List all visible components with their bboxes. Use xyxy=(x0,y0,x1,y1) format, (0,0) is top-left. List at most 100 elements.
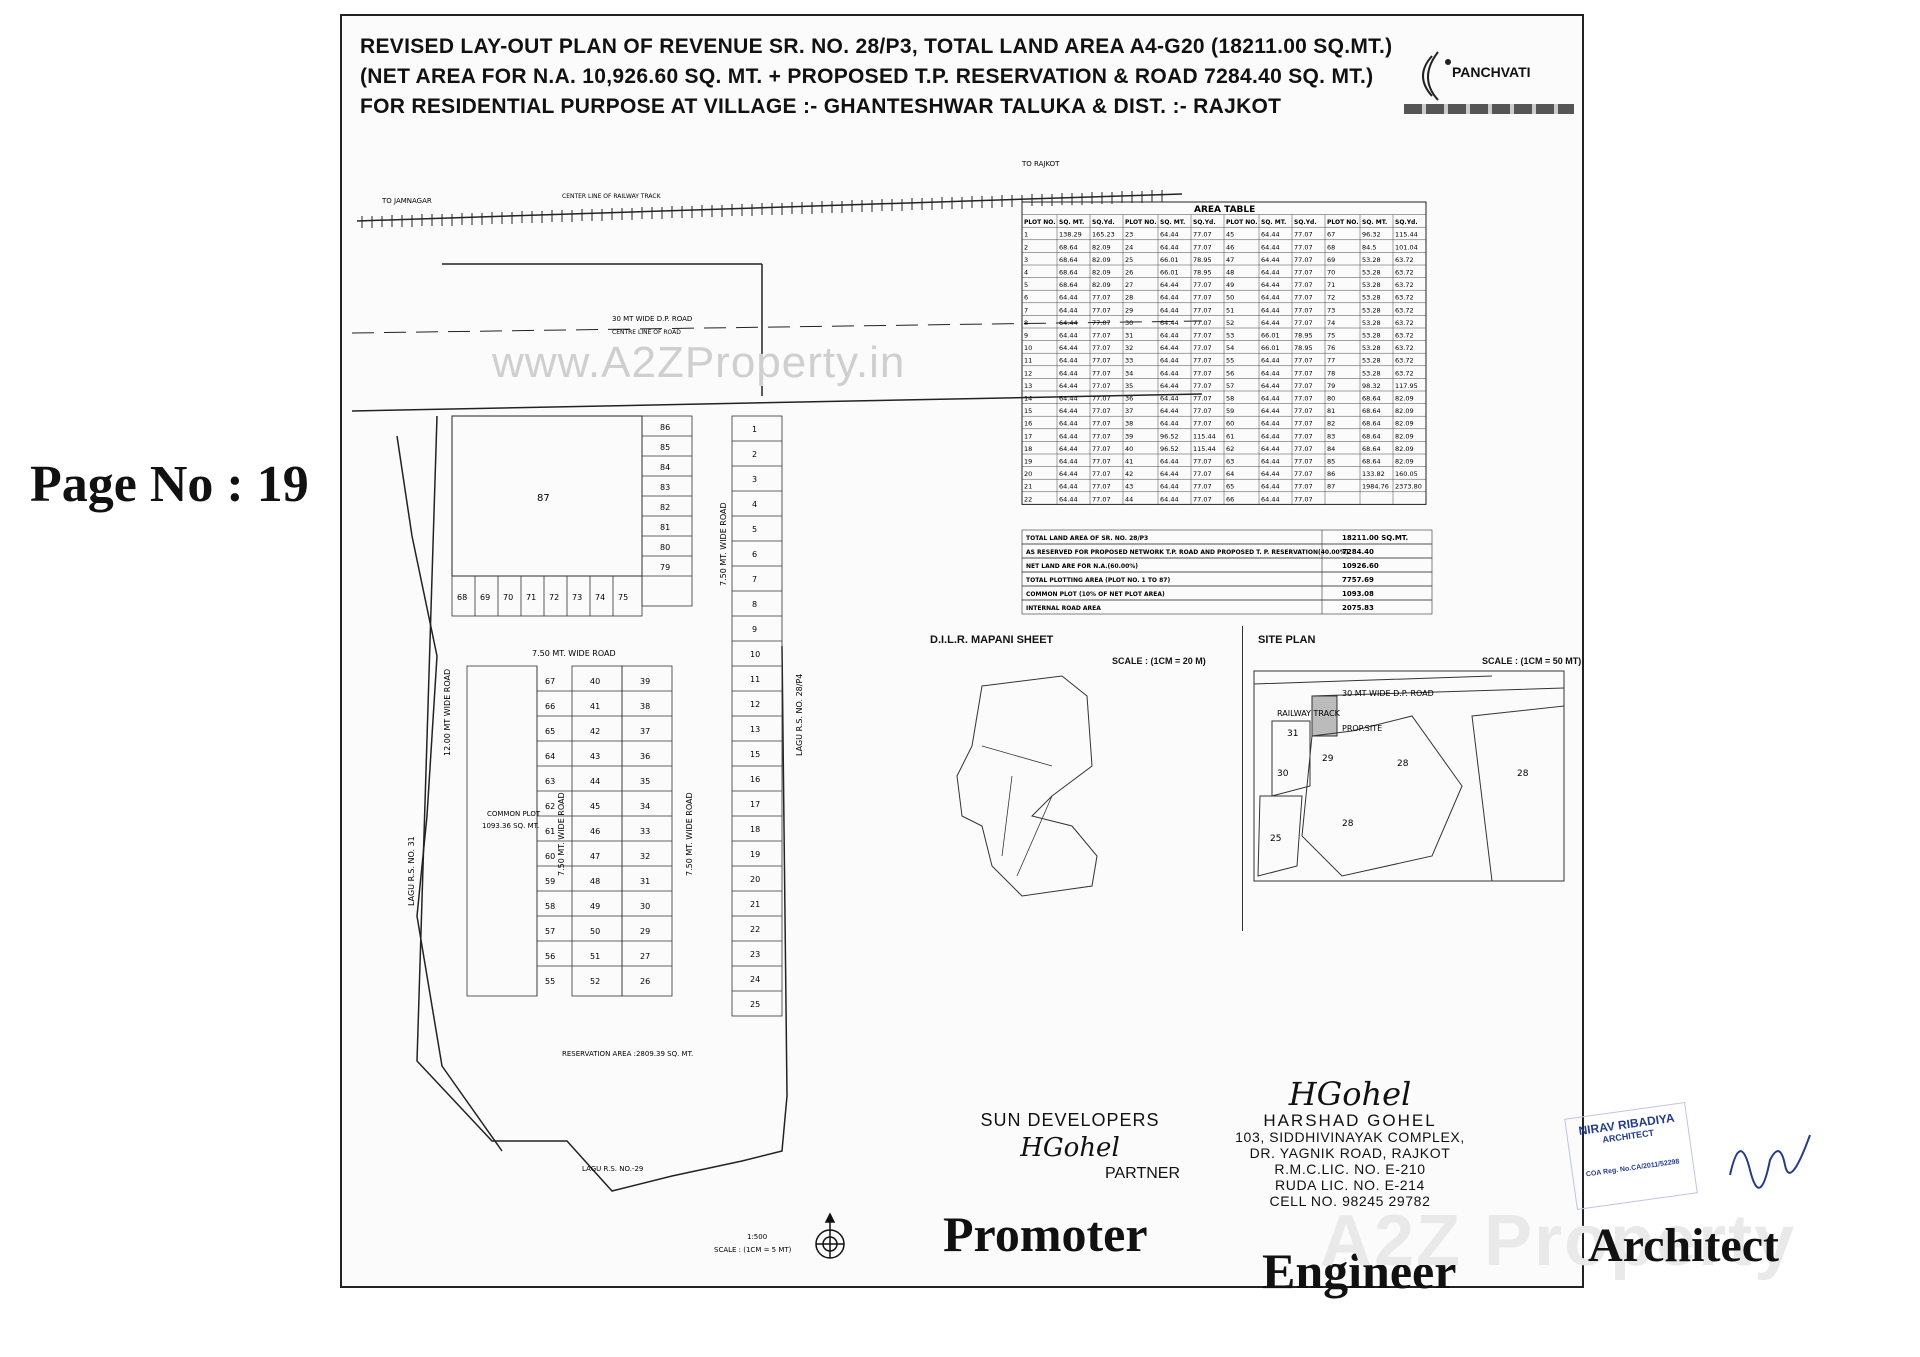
area-table-cell: 82.09 xyxy=(1395,420,1414,428)
area-table-cell: 40 xyxy=(1125,445,1133,453)
svg-text:50: 50 xyxy=(590,927,600,936)
area-table-cell: 77.07 xyxy=(1294,319,1313,327)
promoter-title: PARTNER xyxy=(1105,1165,1180,1182)
architect-stamp: NIRAV RIBADIYA ARCHITECT COA Reg. No.CA/… xyxy=(1564,1101,1698,1211)
area-table-cell: 64.44 xyxy=(1261,294,1280,302)
area-table-cell: 66.01 xyxy=(1261,332,1280,340)
to-jamnagar-label: TO JAMNAGAR xyxy=(381,197,432,205)
area-table-cell: 64.44 xyxy=(1059,495,1078,503)
area-table-cell: 68.64 xyxy=(1362,420,1381,428)
area-table-cell: 69 xyxy=(1327,256,1335,264)
area-table-cell: 64.44 xyxy=(1059,357,1078,365)
area-table-cell: 64.44 xyxy=(1261,231,1280,239)
mapani-drawing xyxy=(956,675,1098,897)
area-table-cell: 77.07 xyxy=(1294,395,1313,403)
area-table-cell: 77.07 xyxy=(1092,395,1111,403)
area-table-cell: 82.09 xyxy=(1395,432,1414,440)
area-table-cell: 82.09 xyxy=(1395,395,1414,403)
area-table-cell: 46 xyxy=(1226,243,1234,251)
area-table-cell: 165.23 xyxy=(1092,231,1115,239)
area-table-cell: 77.07 xyxy=(1193,382,1212,390)
svg-text:4: 4 xyxy=(752,500,757,509)
area-table-cell: 101.04 xyxy=(1395,243,1418,251)
siteplan-scale: SCALE : (1CM = 50 MT) xyxy=(1482,656,1582,666)
area-table-cell: 64.44 xyxy=(1261,458,1280,466)
area-table-cell: 41 xyxy=(1125,458,1133,466)
area-table-cell: 67 xyxy=(1327,231,1335,239)
area-table-cell: 64.44 xyxy=(1059,458,1078,466)
svg-text:3: 3 xyxy=(752,475,757,484)
area-table-cell: 77.07 xyxy=(1092,319,1111,327)
svg-text:30: 30 xyxy=(1277,769,1289,779)
svg-text:28: 28 xyxy=(1342,819,1354,829)
svg-text:26: 26 xyxy=(640,977,650,986)
area-table-cell: 19 xyxy=(1024,458,1032,466)
engineer-block: HGohel HARSHAD GOHEL 103, SIDDHIVINAYAK … xyxy=(1230,1075,1470,1209)
svg-text:65: 65 xyxy=(545,727,555,736)
summary-label: TOTAL LAND AREA OF SR. NO. 28/P3 xyxy=(1026,535,1148,542)
area-table-cell: 68.64 xyxy=(1059,281,1078,289)
area-table-cell: 81 xyxy=(1327,407,1335,415)
summary-value: 18211.00 SQ.MT. xyxy=(1342,534,1408,542)
svg-text:27: 27 xyxy=(640,952,650,961)
svg-text:59: 59 xyxy=(545,877,555,886)
area-table-cell: 26 xyxy=(1125,269,1133,277)
area-table-cell: 86 xyxy=(1327,470,1335,478)
svg-text:41: 41 xyxy=(590,702,600,711)
engineer-license-1: R.M.C.LIC. NO. E-210 xyxy=(1274,1161,1426,1177)
svg-text:51: 51 xyxy=(590,952,600,961)
area-table-cell: 64.44 xyxy=(1160,294,1179,302)
svg-text:5: 5 xyxy=(752,525,757,534)
summary-label: NET LAND ARE FOR N.A.(60.00%) xyxy=(1026,563,1138,570)
engineer-name: HARSHAD GOHEL xyxy=(1263,1111,1437,1130)
title-line-3: FOR RESIDENTIAL PURPOSE AT VILLAGE :- GH… xyxy=(360,95,1282,118)
svg-text:1: 1 xyxy=(752,425,757,434)
svg-text:29: 29 xyxy=(1322,754,1334,764)
area-table-cell: 78.95 xyxy=(1294,332,1313,340)
area-table-cell: 32 xyxy=(1125,344,1133,352)
layout-plan-sheet: REVISED LAY-OUT PLAN OF REVENUE SR. NO. … xyxy=(340,14,1584,1288)
area-table-cell: 66.01 xyxy=(1160,269,1179,277)
area-table-cell: 77.07 xyxy=(1193,470,1212,478)
svg-text:69: 69 xyxy=(480,593,490,602)
svg-text:75: 75 xyxy=(618,593,628,602)
area-table-cell: 64.44 xyxy=(1160,382,1179,390)
area-table-cell: 64.44 xyxy=(1261,369,1280,377)
area-table-cell: 53.28 xyxy=(1362,357,1381,365)
scale-note: SCALE : (1CM = 5 MT) xyxy=(714,1246,792,1254)
area-table-cell: 85 xyxy=(1327,458,1335,466)
area-table-cell: 68.64 xyxy=(1059,243,1078,251)
svg-text:60: 60 xyxy=(545,852,555,861)
area-table-cell: 77.07 xyxy=(1193,344,1212,352)
area-table-cell: 64.44 xyxy=(1261,407,1280,415)
area-table-cell: 77.07 xyxy=(1294,281,1313,289)
area-table-cell: 82.09 xyxy=(1395,458,1414,466)
area-table-cell: 6 xyxy=(1024,294,1028,302)
area-table-cell: 77.07 xyxy=(1092,495,1111,503)
area-table-cell: 77.07 xyxy=(1193,495,1212,503)
promoter-signature: HGohel xyxy=(1020,1133,1120,1163)
svg-text:72: 72 xyxy=(549,593,559,602)
area-table-cell: 56 xyxy=(1226,369,1234,377)
engineer-license-2: RUDA LIC. NO. E-214 xyxy=(1275,1177,1425,1193)
svg-text:37: 37 xyxy=(640,727,650,736)
area-table-cell: 77.07 xyxy=(1294,294,1313,302)
svg-text:35: 35 xyxy=(640,777,650,786)
svg-text:8: 8 xyxy=(752,600,757,609)
area-table-cell: 12 xyxy=(1024,369,1032,377)
svg-text:29: 29 xyxy=(640,927,650,936)
area-table-cell: 78 xyxy=(1327,369,1335,377)
promoter-role: Promoter xyxy=(943,1206,1148,1262)
svg-text:61: 61 xyxy=(545,827,555,836)
architect-signature-icon xyxy=(1729,1134,1811,1189)
area-table-cell: 20 xyxy=(1024,470,1032,478)
area-table-header-cell: SQ. MT. xyxy=(1261,219,1286,226)
area-table-cell: 79 xyxy=(1327,382,1335,390)
area-table-cell: 64.44 xyxy=(1160,332,1179,340)
area-table-header-cell: SQ.Yd. xyxy=(1294,219,1317,226)
area-table-cell: 64.44 xyxy=(1261,243,1280,251)
area-table-cell: 44 xyxy=(1125,495,1133,503)
area-table-cell: 1984.76 xyxy=(1362,483,1389,491)
promoter-company: SUN DEVELOPERS xyxy=(980,1110,1160,1130)
